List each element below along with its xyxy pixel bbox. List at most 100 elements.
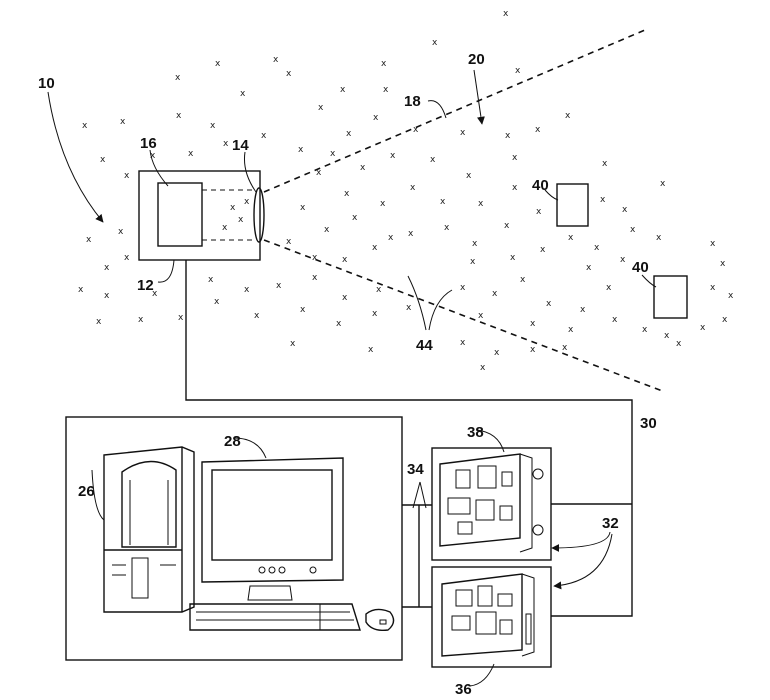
particle-mark: x [536,207,542,217]
camera-assembly [138,149,265,283]
particle-mark: x [276,281,282,291]
particle-mark: x [100,155,106,165]
object-40-a [556,183,589,227]
particle-mark: x [676,339,682,349]
particle-mark: x [388,233,394,243]
particle-mark: x [413,125,419,135]
particle-mark: x [78,285,84,295]
label-44: 44 [416,337,433,354]
particle-mark: x [316,168,322,178]
circuit-board-38 [431,429,552,561]
particle-mark: x [710,239,716,249]
particle-mark: x [472,239,478,249]
computer-tower [91,446,195,613]
particle-mark: x [298,145,304,155]
particle-mark: x [138,315,144,325]
particle-mark: x [568,325,574,335]
particle-mark: x [330,149,336,159]
particle-mark: x [722,315,728,325]
particle-mark: x [230,203,236,213]
particle-mark: x [620,255,626,265]
particle-mark: x [96,317,102,327]
particle-mark: x [318,103,324,113]
particle-mark: x [700,323,706,333]
lens [253,187,265,243]
label-10: 10 [38,75,55,92]
particle-mark: x [82,121,88,131]
particle-mark: x [376,285,382,295]
particle-mark: x [380,199,386,209]
particle-mark: x [244,197,250,207]
particle-mark: x [430,155,436,165]
particle-mark: x [460,338,466,348]
image-sensor [157,182,203,247]
label-34: 34 [407,461,424,478]
particle-mark: x [586,263,592,273]
particle-mark: x [372,243,378,253]
particle-mark: x [312,273,318,283]
particle-mark: x [150,151,156,161]
particle-mark: x [340,85,346,95]
particle-mark: x [238,215,244,225]
particle-mark: x [505,131,511,141]
particle-mark: x [530,345,536,355]
fov-lower-edge [263,239,666,393]
particle-mark: x [630,225,636,235]
particle-mark: x [300,305,306,315]
particle-mark: x [520,275,526,285]
particle-mark: x [178,313,184,323]
fov-upper-edge [263,29,646,193]
particle-mark: x [381,59,387,69]
particle-mark: x [240,89,246,99]
particle-mark: x [286,237,292,247]
particle-mark: x [432,38,438,48]
particle-mark: x [512,153,518,163]
particle-mark: x [460,128,466,138]
particle-mark: x [215,59,221,69]
particle-mark: x [373,113,379,123]
particle-mark: x [606,283,612,293]
particle-mark: x [344,189,350,199]
particle-mark: x [300,203,306,213]
particle-mark: x [254,311,260,321]
particle-mark: x [368,345,374,355]
particle-mark: x [346,129,352,139]
keyboard [189,603,361,631]
particle-mark: x [440,197,446,207]
particle-mark: x [176,111,182,121]
particle-mark: x [175,73,181,83]
particle-mark: x [118,227,124,237]
particle-mark: x [600,195,606,205]
particle-mark: x [244,285,250,295]
particle-mark: x [372,309,378,319]
label-36: 36 [455,681,472,698]
particle-mark: x [612,315,618,325]
object-40-b [653,275,688,319]
particle-mark: x [390,151,396,161]
label-20: 20 [468,51,485,68]
particle-mark: x [261,131,267,141]
bus-34 [402,481,432,608]
particle-mark: x [535,125,541,135]
particle-mark: x [466,171,472,181]
cable-30 [185,260,633,617]
monitor [201,437,344,601]
particle-mark: x [104,291,110,301]
label-14: 14 [232,137,249,154]
particle-mark: x [512,183,518,193]
particle-mark: x [406,303,412,313]
particle-mark: x [312,253,318,263]
particle-mark: x [510,253,516,263]
label-18: 18 [404,93,421,110]
particle-mark: x [342,255,348,265]
label-30: 30 [640,415,657,432]
particle-mark: x [410,183,416,193]
particle-mark: x [664,331,670,341]
particle-mark: x [152,289,158,299]
particle-mark: x [602,159,608,169]
particle-mark: x [470,257,476,267]
particle-mark: x [408,229,414,239]
particle-mark: x [515,66,521,76]
